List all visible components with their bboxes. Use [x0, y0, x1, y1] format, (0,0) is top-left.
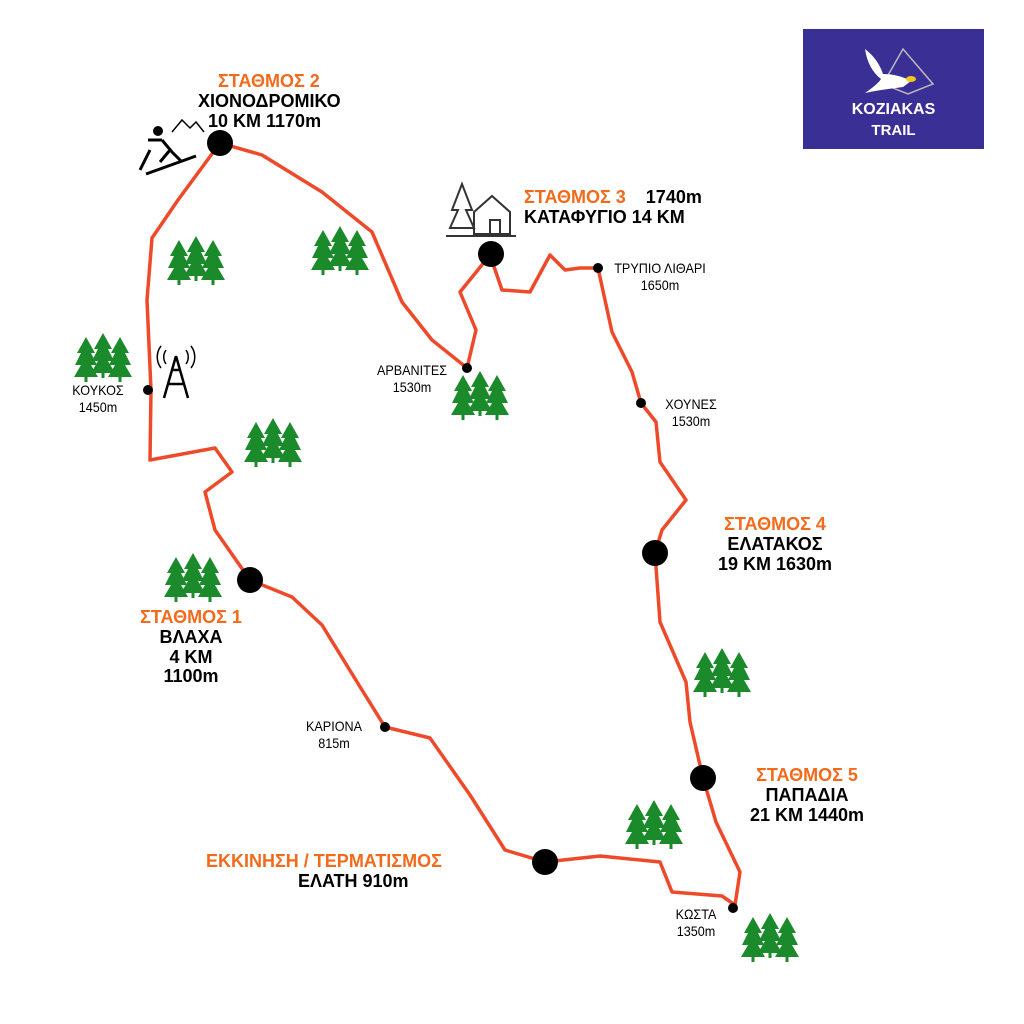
mountain-icon [171, 118, 205, 133]
station-1-label: ΣΤΑΘΜΟΣ 1 ΒΛΑΧΑ 4 ΚΜ 1100m [116, 607, 266, 687]
station-title: ΣΤΑΘΜΟΣ 4 [724, 514, 826, 534]
waypoint-name: ΚΟΥΚΟΣ [72, 382, 124, 398]
antenna-tower-icon [156, 345, 196, 399]
station-markers [207, 130, 716, 875]
station-title: ΣΤΑΘΜΟΣ 2 [218, 71, 320, 91]
station-details: ΚΑΤΑΦΥΓΙΟ 14 ΚΜ [524, 206, 685, 227]
station-name: ΧΙΟΝΟΔΡΟΜΙΚΟ [198, 90, 341, 111]
waypoint-altitude: 815m [318, 734, 350, 751]
trail-route [145, 141, 742, 907]
koziakas-trail-logo: KOZIAKAS TRAIL [803, 29, 984, 149]
station-2-label: ΣΤΑΘΜΟΣ 2 ΧΙΟΝΟΔΡΟΜΙΚΟ 10 ΚΜ 1170m [198, 71, 341, 131]
waypoint-altitude: 1450m [78, 398, 118, 415]
station-name: ΕΛΑΤΑΚΟΣ [727, 533, 823, 554]
station-3-label: ΣΤΑΘΜΟΣ 3 1740m ΚΑΤΑΦΥΓΙΟ 14 ΚΜ [524, 187, 702, 228]
waypoint-name: ΑΡΒΑΝΙΤΕΣ [376, 362, 448, 378]
waypoint-name: ΚΩΣΤΑ [675, 906, 717, 922]
cabin-icon [446, 181, 516, 237]
skier-icon [138, 126, 197, 176]
station-details: 10 ΚΜ 1170m [208, 110, 322, 131]
waypoint-name: ΚΑΡΙΟΝΑ [305, 718, 363, 734]
station-title: ΕΚΚΙΝΗΣΗ / ΤΕΡΜΑΤΙΣΜΟΣ [206, 851, 442, 871]
station-name: ΠΑΠΑΔΙΑ [765, 784, 849, 805]
waypoint-name: ΤΡΥΠΙΟ ΛΙΘΑΡΙ [614, 260, 706, 276]
station-name: ΒΛΑΧΑ [159, 626, 223, 647]
waypoint-markers [143, 263, 738, 913]
station-5-label: ΣΤΑΘΜΟΣ 5 ΠΑΠΑΔΙΑ 21 ΚΜ 1440m [722, 765, 892, 825]
waypoint-altitude: 1530m [392, 378, 432, 395]
logo-line2: TRAIL [871, 122, 916, 139]
station-altitude: 1740m [645, 187, 702, 207]
eagle-icon [865, 47, 935, 95]
waypoint-altitude: 1350m [676, 922, 716, 939]
station-altitude: 1100m [163, 666, 219, 687]
waypoint-altitude: 1530m [671, 412, 711, 429]
station-details: 19 ΚΜ 1630m [717, 553, 833, 574]
waypoint-altitude: 1650m [640, 276, 680, 293]
station-title: ΣΤΑΘΜΟΣ 5 [756, 765, 858, 785]
station-title: ΣΤΑΘΜΟΣ 3 [524, 187, 626, 207]
start-finish-label: ΕΚΚΙΝΗΣΗ / ΤΕΡΜΑΤΙΣΜΟΣ ΕΛΑΤΗ 910m [206, 851, 442, 892]
station-4-label: ΣΤΑΘΜΟΣ 4 ΕΛΑΤΑΚΟΣ 19 ΚΜ 1630m [690, 514, 860, 574]
station-details: 21 ΚΜ 1440m [749, 804, 865, 825]
station-title: ΣΤΑΘΜΟΣ 1 [140, 607, 242, 627]
station-details: ΕΛΑΤΗ 910m [298, 870, 409, 891]
waypoint-name: ΧΟΥΝΕΣ [665, 396, 717, 412]
logo-line1: KOZIAKAS [851, 101, 936, 118]
station-distance: 4 ΚΜ [169, 646, 213, 667]
